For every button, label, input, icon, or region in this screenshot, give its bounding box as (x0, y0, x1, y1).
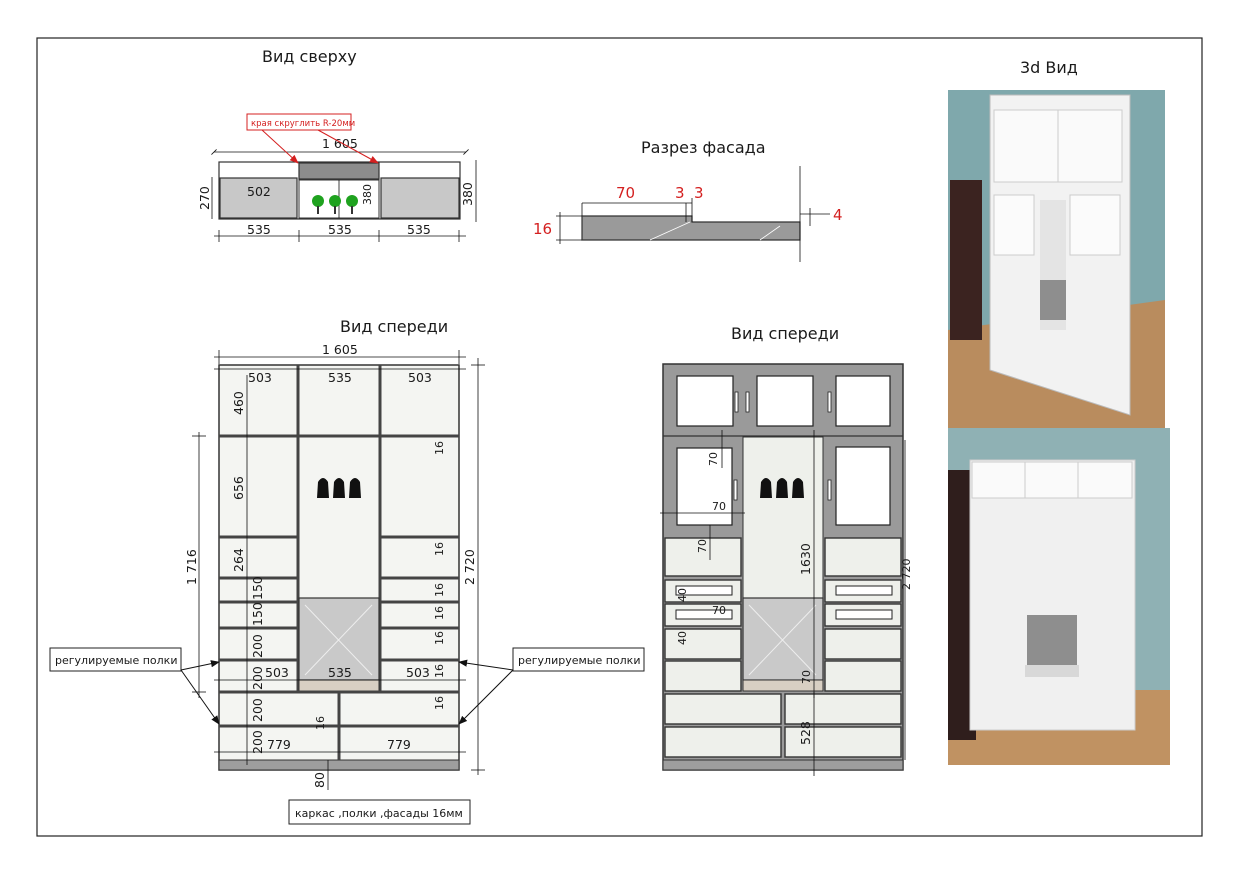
note-shelves-right: регулируемые полки (518, 654, 640, 667)
dim-r40b: 40 (676, 588, 689, 602)
dim-h2720-cut: 2 720 (900, 559, 913, 591)
dim-h1716: 1 716 (184, 549, 199, 585)
dim-h200a: 200 (250, 634, 265, 658)
dim-depth-mid: 380 (361, 184, 374, 205)
dim-r70e: 70 (800, 670, 813, 684)
dim-h200c: 200 (250, 698, 265, 722)
dim-h150a: 150 (250, 576, 265, 600)
front-view-left: 1 605 503 535 503 460 656 264 150 150 20… (49, 342, 645, 825)
dim-depth-left: 270 (197, 186, 212, 210)
dim-r70c: 70 (696, 539, 709, 553)
dim-h264: 264 (231, 548, 246, 572)
sheet-frame (36, 37, 1203, 837)
coat-hook-icons (317, 478, 361, 498)
title-front-view-right: Вид спереди (731, 324, 839, 343)
top-view-right-cabinet (380, 177, 460, 219)
dim-h200b: 200 (250, 666, 265, 690)
dim-w779-r: 779 (387, 737, 411, 752)
facade-section: 70 3 3 16 4 (533, 166, 843, 262)
dim-top-w-mid: 535 (328, 222, 352, 237)
note-material-box (288, 799, 471, 825)
dim-depth-right: 380 (460, 182, 475, 206)
rounding-note: края скруглить R-20мм (251, 119, 355, 129)
dim-t16-5: 16 (433, 631, 446, 645)
dim-h656: 656 (231, 476, 246, 500)
dim-front-w503-top-r: 503 (408, 370, 432, 385)
dim-section-16: 16 (533, 220, 552, 238)
rounding-note-box (246, 113, 352, 131)
dim-h1630: 1630 (798, 543, 813, 575)
plant-icons (312, 195, 358, 214)
dim-h150b: 150 (250, 602, 265, 626)
top-view: 502 1 605 535 535 535 270 380 380 края с… (197, 113, 477, 242)
dim-h528: 528 (798, 721, 813, 745)
dim-front-w503-top-l: 503 (248, 370, 272, 385)
dim-t16-8: 16 (314, 716, 327, 730)
render-3d-bottom (948, 428, 1170, 765)
title-top-view: Вид сверху (262, 47, 357, 66)
dim-h80: 80 (312, 772, 327, 788)
note-shelves-left-box (49, 647, 182, 672)
dim-top-w-left: 535 (247, 222, 271, 237)
dim-r70a: 70 (707, 452, 720, 466)
note-shelves-left: регулируемые полки (55, 654, 177, 667)
dim-front-w535-top: 535 (328, 370, 352, 385)
title-front-view-left: Вид спереди (340, 317, 448, 336)
dim-section-4: 4 (833, 206, 843, 224)
top-view-left-cabinet (219, 177, 298, 219)
title-section: Разрез фасада (641, 138, 766, 157)
dim-h460: 460 (231, 391, 246, 415)
dim-h2720: 2 720 (462, 549, 477, 585)
dim-front-overall-width: 1 605 (322, 342, 358, 357)
dim-section-70: 70 (616, 184, 635, 202)
dim-t16-3: 16 (433, 583, 446, 597)
dim-t16-6: 16 (433, 664, 446, 678)
dim-w503-bench-r: 503 (406, 665, 430, 680)
dim-t16-2: 16 (433, 542, 446, 556)
dim-top-w-right: 535 (407, 222, 431, 237)
dim-r70d: 70 (712, 604, 726, 617)
title-3d-view: 3d Вид (1020, 58, 1078, 77)
note-material: каркас ,полки ,фасады 16мм (295, 807, 463, 820)
dim-w779-l: 779 (267, 737, 291, 752)
top-view-mid-top (298, 162, 380, 180)
dim-h200d: 200 (250, 730, 265, 754)
coat-hook-icons-right (760, 478, 804, 498)
dim-w535-bench: 535 (328, 665, 352, 680)
dim-r40: 40 (676, 631, 689, 645)
dim-t16-4: 16 (433, 606, 446, 620)
dim-section-3b: 3 (694, 184, 704, 202)
dim-section-3a: 3 (675, 184, 685, 202)
render-3d-top (948, 90, 1165, 428)
dim-r70b: 70 (712, 500, 726, 513)
dim-w503-bench-l: 503 (265, 665, 289, 680)
dim-t16-7: 16 (433, 696, 446, 710)
dim-t16-1: 16 (433, 441, 446, 455)
dim-inner-depth: 502 (247, 184, 271, 199)
front-view-right: 70 70 70 70 40 40 1630 70 528 2 720 (660, 363, 913, 776)
note-shelves-right-box (512, 647, 645, 672)
